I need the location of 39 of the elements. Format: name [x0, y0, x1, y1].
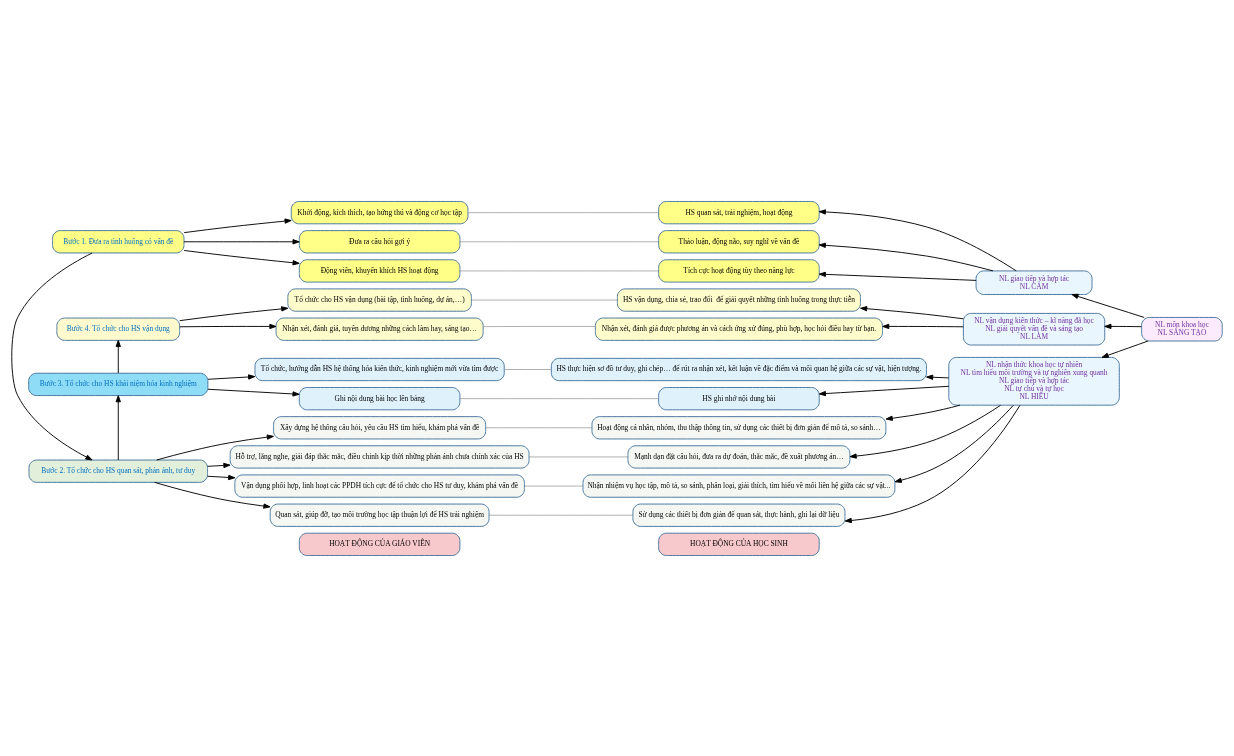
arrow: [885, 404, 961, 421]
arrow: [818, 242, 994, 271]
arrow: [1071, 293, 1145, 318]
connector: [467, 211, 659, 213]
arrow: [115, 394, 121, 460]
arrow: [183, 249, 300, 265]
connector: [504, 368, 552, 370]
arrow: [926, 374, 950, 380]
connector: [459, 270, 659, 271]
arrow: [207, 388, 300, 397]
connector: [528, 456, 629, 457]
arrow: [818, 208, 1017, 271]
connector: [488, 514, 633, 516]
arrow: [1104, 323, 1142, 329]
arrow: [179, 323, 277, 329]
connector: [524, 485, 583, 486]
arrow: [844, 404, 1021, 523]
arrow: [818, 385, 950, 396]
connector: [459, 397, 659, 399]
arrow: [207, 373, 256, 380]
arrow: [860, 305, 964, 319]
arrow: [183, 238, 300, 244]
arrow: [115, 339, 121, 374]
arrow: [156, 434, 274, 460]
arrow: [154, 481, 271, 509]
arrow: [849, 404, 1001, 459]
arrow: [1101, 340, 1149, 358]
connector: [459, 240, 659, 242]
arrow: [183, 218, 292, 233]
arrow: [818, 271, 977, 281]
arrow: [882, 323, 964, 329]
arrow: [894, 404, 1014, 483]
arrow: [207, 462, 231, 468]
connector: [485, 427, 593, 428]
arrow: [179, 305, 289, 321]
arrow: [11, 252, 93, 460]
connector: [483, 325, 596, 327]
arrow: [207, 474, 236, 480]
connector: [471, 299, 618, 300]
